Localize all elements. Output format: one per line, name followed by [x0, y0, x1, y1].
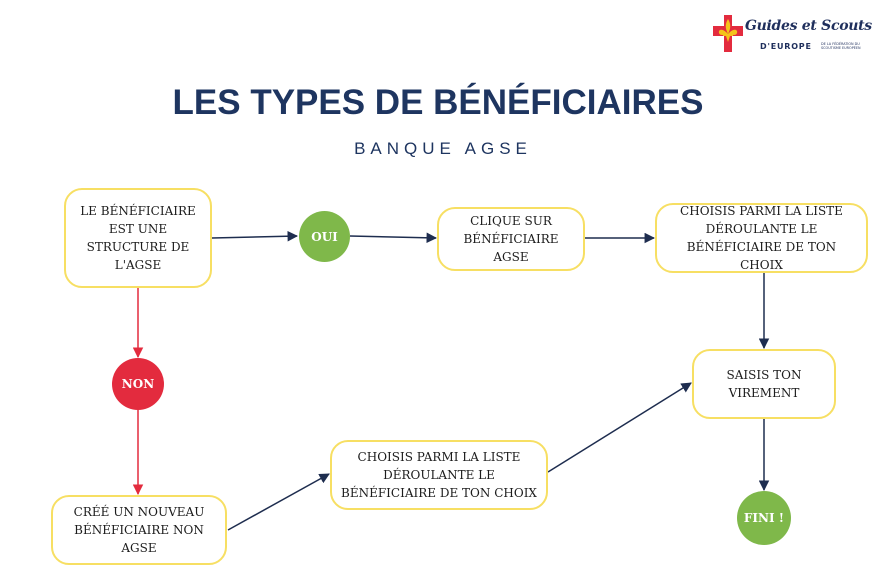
arrow-question-to-oui — [211, 230, 299, 242]
node-enter-transfer: SAISIS TON VIREMENT — [692, 349, 836, 419]
node-click-beneficiaire-agse: CLIQUE SUR BÉNÉFICIAIRE AGSE — [437, 207, 585, 271]
page-title: LES TYPES DE BÉNÉFICIAIRES — [172, 83, 704, 122]
arrow-create-to-choose — [227, 473, 330, 531]
brand-logo: Guides et Scouts D'EUROPE De la Fédérati… — [712, 12, 872, 58]
fleur-de-lis-cross-icon — [713, 15, 743, 52]
arrow-choose-to-saisis-2 — [547, 382, 692, 473]
node-choose-from-list-agse: CHOISIS PARMI LA LISTE DÉROULANTE LE BÉN… — [655, 203, 868, 273]
node-choose-from-list-non-agse: CHOISIS PARMI LA LISTE DÉROULANTE LE BÉN… — [330, 440, 548, 510]
logo-subtext: D'EUROPE — [760, 42, 812, 51]
decision-yes-circle: OUI — [299, 211, 350, 262]
node-is-agse-structure: LE BÉNÉFICIAIRE EST UNE STRUCTURE DE L'A… — [64, 188, 212, 288]
logo-script-text: Guides et Scouts — [745, 18, 872, 34]
logo-tagline: De la Fédération du Scoutisme Européen — [821, 42, 861, 50]
arrow-oui-to-click — [349, 232, 438, 244]
page-subtitle: BANQUE AGSE — [354, 139, 532, 158]
node-create-new-beneficiary: CRÉÉ UN NOUVEAU BÉNÉFICIAIRE NON AGSE — [51, 495, 227, 565]
decision-no-circle: NON — [112, 358, 164, 410]
end-done-circle: FINI ! — [737, 491, 791, 545]
